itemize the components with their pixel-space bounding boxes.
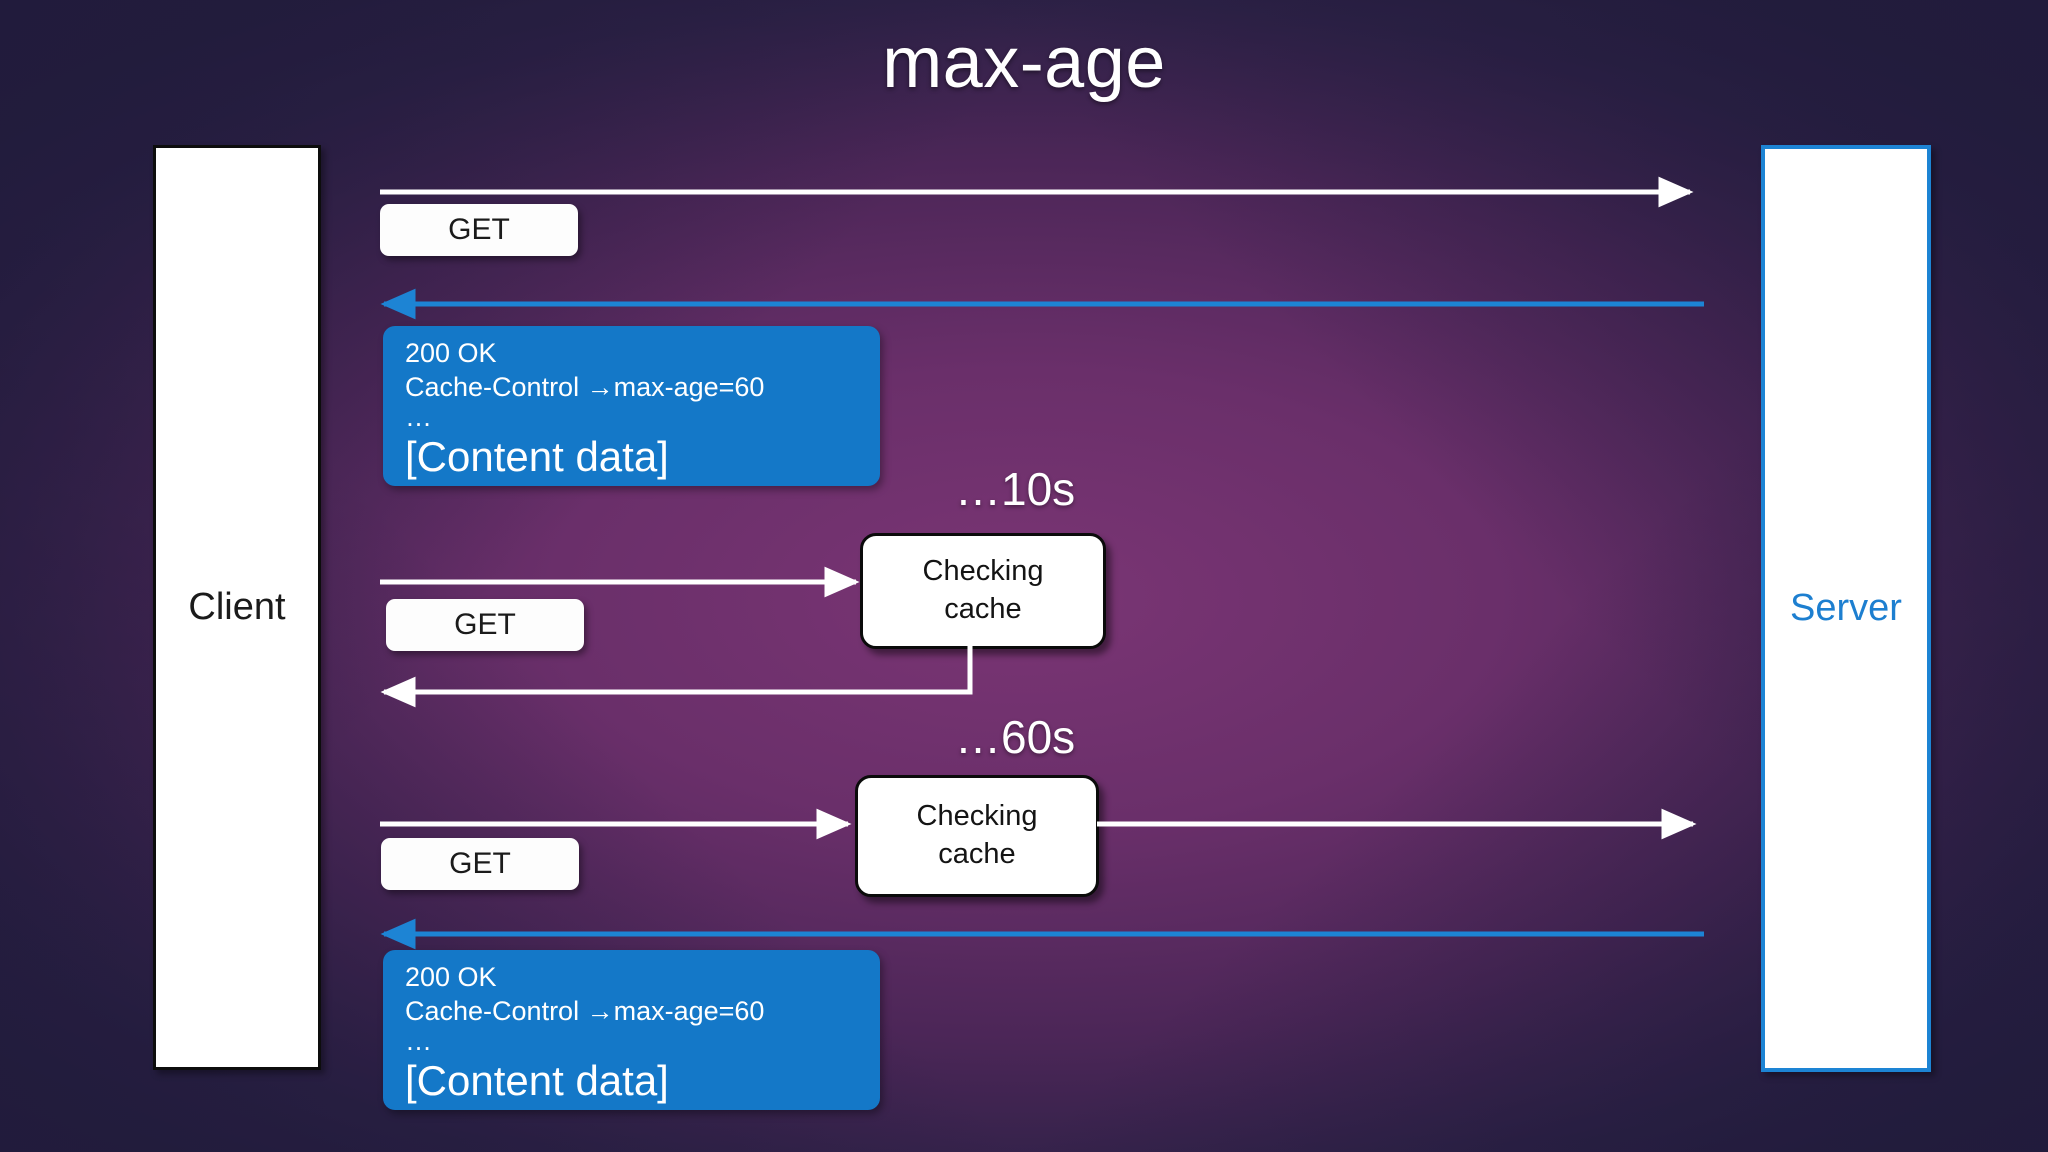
- checking-cache-box-1: Checking cache: [860, 533, 1106, 649]
- get-label: GET: [449, 847, 511, 880]
- response-arrow-1: [380, 288, 1704, 320]
- client-lifeline: Client: [153, 145, 321, 1070]
- page-title: max-age: [882, 23, 1166, 103]
- client-label: Client: [188, 586, 286, 628]
- server-lifeline: Server: [1761, 145, 1931, 1072]
- response-status: 200 OK: [405, 338, 497, 368]
- response-ellipsis: …: [405, 402, 433, 433]
- timer-label-1: …10s: [955, 463, 1076, 515]
- checking-cache-line-1: Checking: [916, 800, 1038, 833]
- get-request-box-2[interactable]: GET: [386, 599, 584, 651]
- request-arrow-3-right: [1097, 808, 1697, 840]
- response-content: [Content data]: [405, 433, 669, 481]
- response-ellipsis: …: [405, 1026, 433, 1057]
- get-label: GET: [448, 213, 510, 246]
- response-status: 200 OK: [405, 962, 497, 992]
- server-label: Server: [1790, 587, 1902, 629]
- get-label: GET: [454, 608, 516, 641]
- response-header: Cache-Control →max-age=60: [405, 372, 765, 403]
- get-request-box-3[interactable]: GET: [381, 838, 579, 890]
- checking-cache-line-2: cache: [938, 838, 1016, 870]
- checking-cache-line-1: Checking: [922, 555, 1044, 588]
- timer-label-2: …60s: [955, 711, 1076, 763]
- response-content: [Content data]: [405, 1057, 669, 1105]
- response-header: Cache-Control →max-age=60: [405, 996, 765, 1027]
- response-box-2: 200 OK Cache-Control →max-age=60 … [Cont…: [383, 950, 880, 1110]
- response-box-1: 200 OK Cache-Control →max-age=60 … [Cont…: [383, 326, 880, 486]
- request-arrow-2: [380, 566, 860, 598]
- checking-cache-box-2: Checking cache: [855, 775, 1099, 897]
- checking-cache-line-2: cache: [944, 593, 1022, 625]
- get-request-box-1[interactable]: GET: [380, 204, 578, 256]
